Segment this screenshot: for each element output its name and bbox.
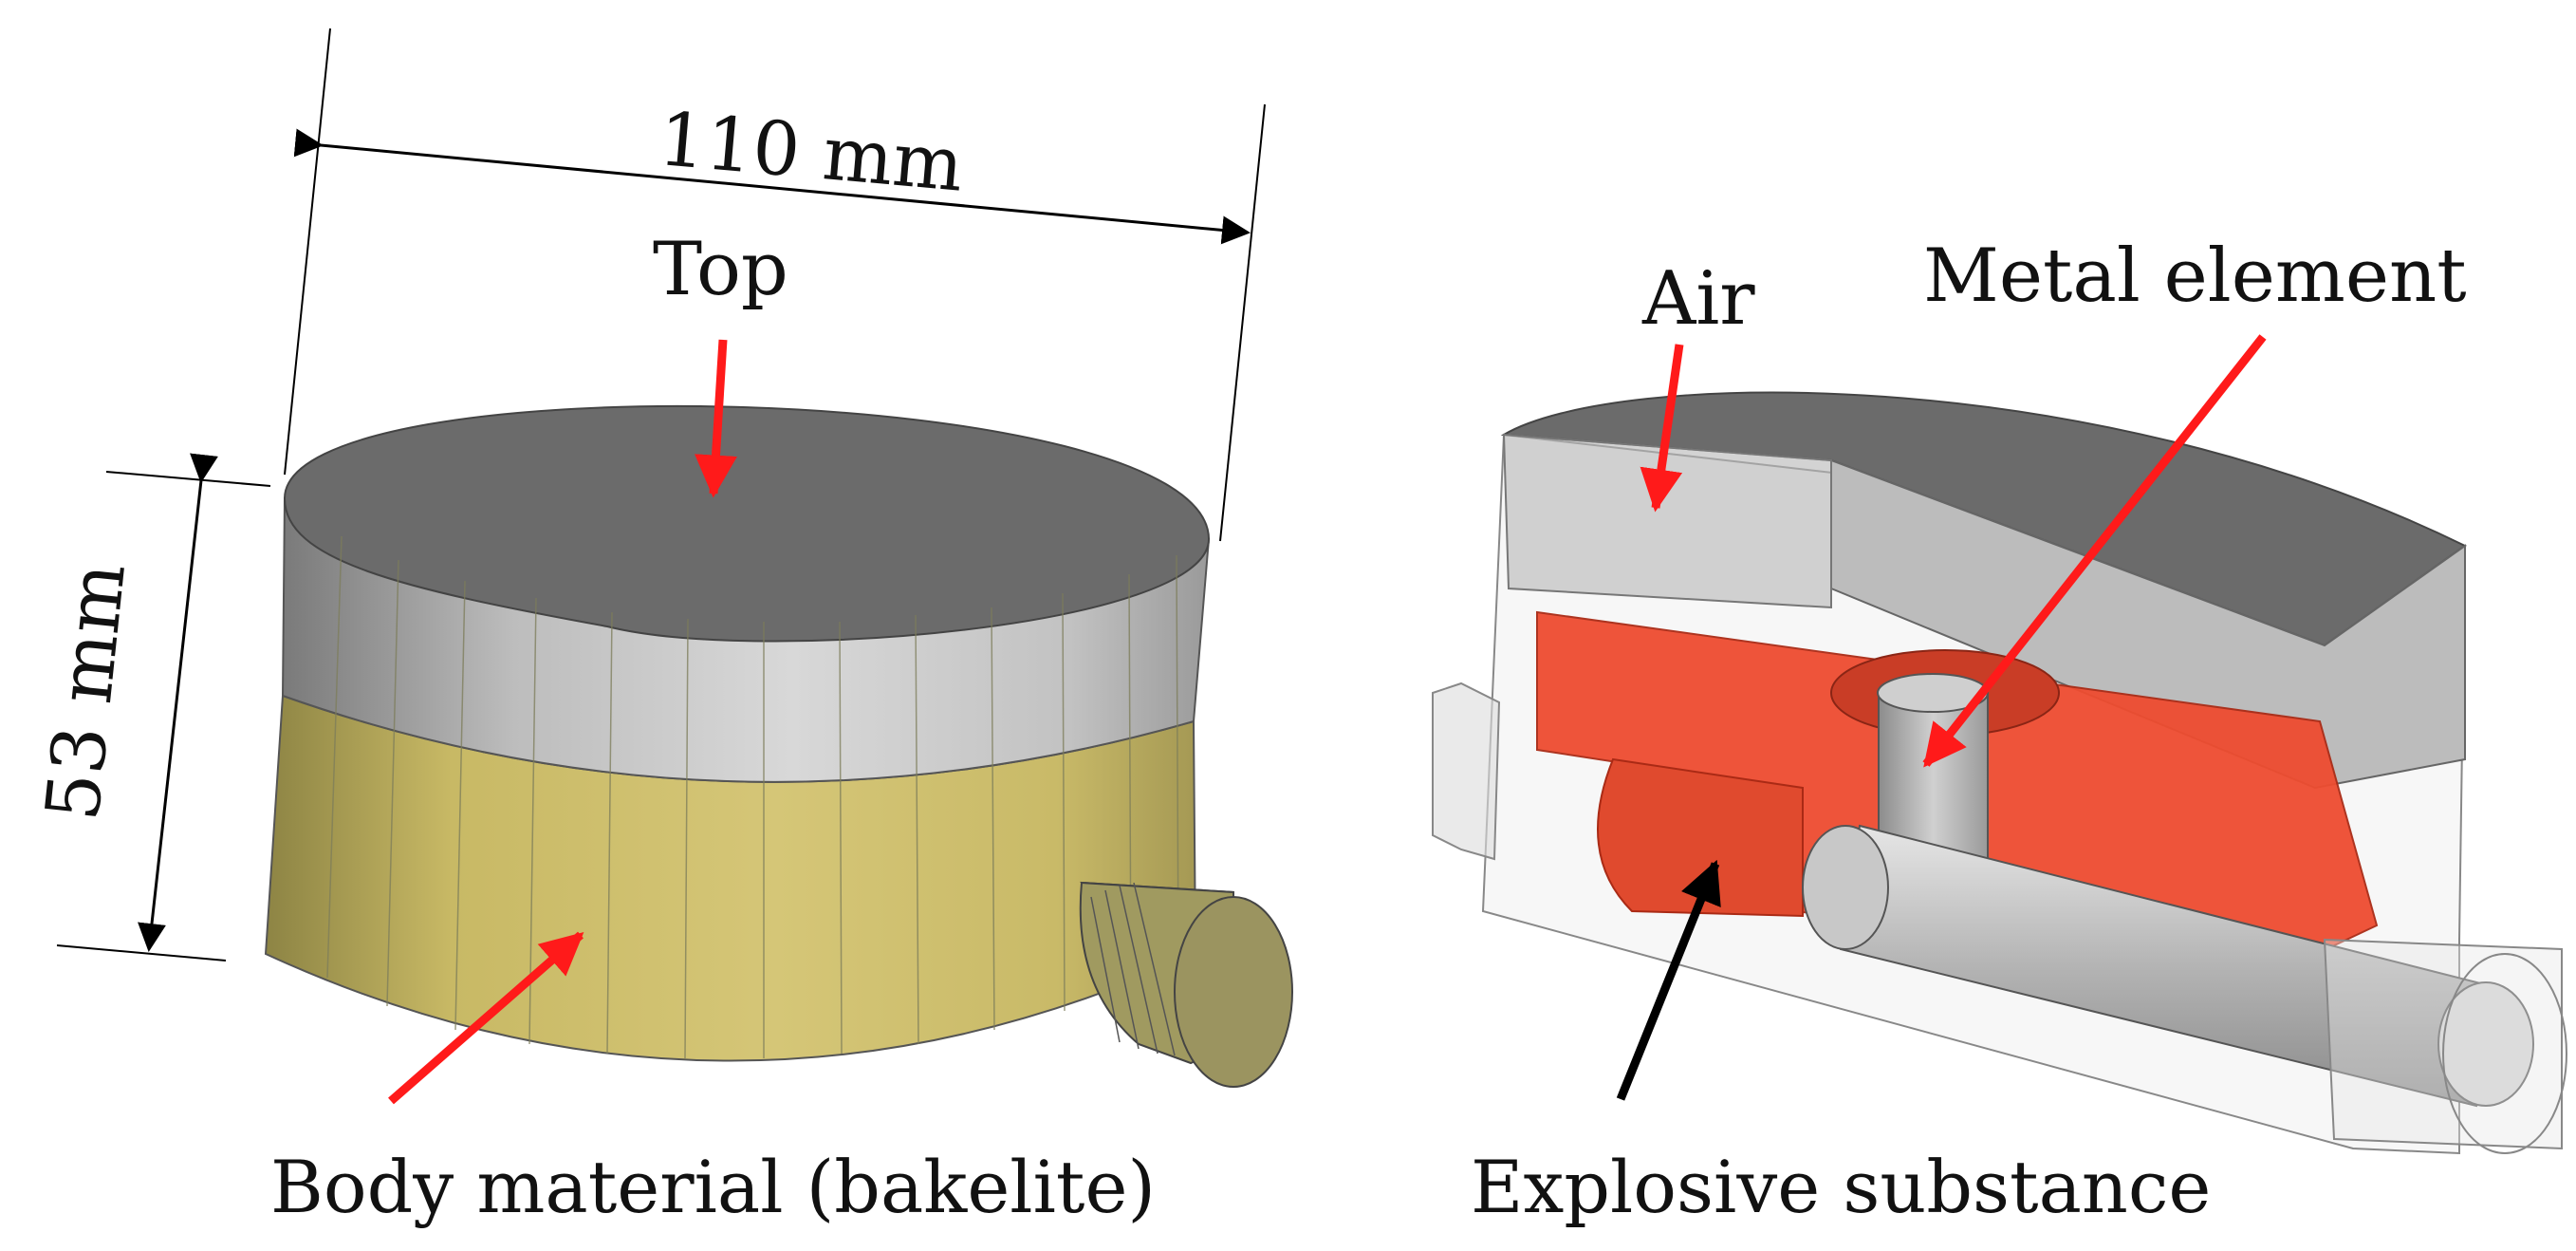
width-dimension-arrow: [293, 128, 1251, 245]
height-dimension-arrow: [138, 453, 218, 952]
lid-inner-wall: [1502, 433, 1832, 609]
top-face: [283, 404, 1211, 643]
metal-element-label: Metal element: [1923, 233, 2467, 319]
air-label: Air: [1642, 256, 1755, 342]
side-connector: [1079, 881, 1293, 1088]
dim-extension-right: [1219, 103, 1266, 542]
facet-lines: [326, 535, 1179, 1059]
explosive-substance-label: Explosive substance: [1471, 1145, 2212, 1229]
left-model: [56, 28, 1293, 1105]
height-extension-top: [105, 471, 271, 487]
body-arrow: [388, 931, 584, 1105]
top-label: Top: [653, 227, 788, 312]
height-extension-bottom: [56, 944, 227, 962]
lid-top: [1500, 391, 2467, 647]
air-arrow: [1640, 344, 1684, 513]
metal-arrow: [1922, 334, 2267, 768]
body-material-label: Body material (bakelite): [270, 1145, 1157, 1229]
top-arrow: [695, 339, 737, 498]
explosive-lower: [1597, 757, 1804, 918]
left-tab: [1432, 682, 1501, 861]
explosive-arrow: [1616, 859, 1721, 1101]
dim-extension-left: [284, 28, 331, 476]
right-model: [1432, 334, 2567, 1155]
